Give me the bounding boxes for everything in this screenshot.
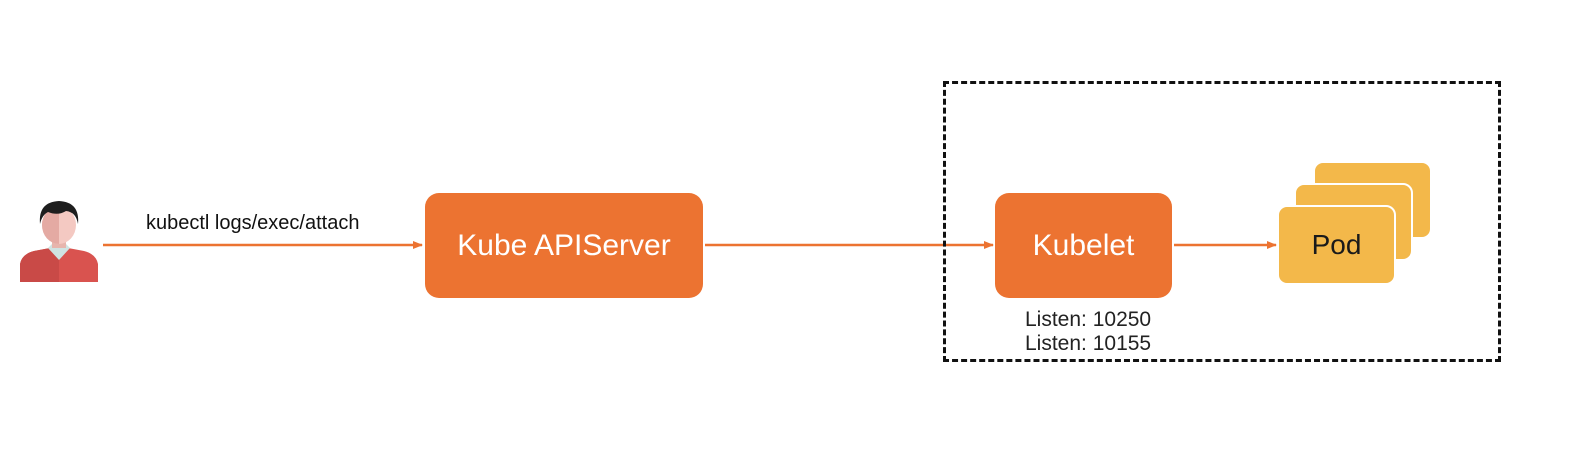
user-avatar-icon: [18, 198, 100, 282]
kubelet-port-line-2: Listen: 10155: [1025, 332, 1152, 355]
node-kubelet-label: Kubelet: [1032, 228, 1135, 262]
node-pod-label: Pod: [1311, 229, 1362, 260]
node-kube-apiserver-label: Kube APIServer: [457, 228, 671, 262]
edge-label-kubectl: kubectl logs/exec/attach: [146, 212, 360, 234]
node-pod: Pod: [1277, 205, 1396, 285]
kubelet-port-line-1: Listen: 10250: [1025, 308, 1152, 331]
node-kube-apiserver: Kube APIServer: [425, 193, 703, 298]
node-boundary-box: [943, 81, 1501, 362]
node-kubelet: Kubelet: [995, 193, 1172, 298]
